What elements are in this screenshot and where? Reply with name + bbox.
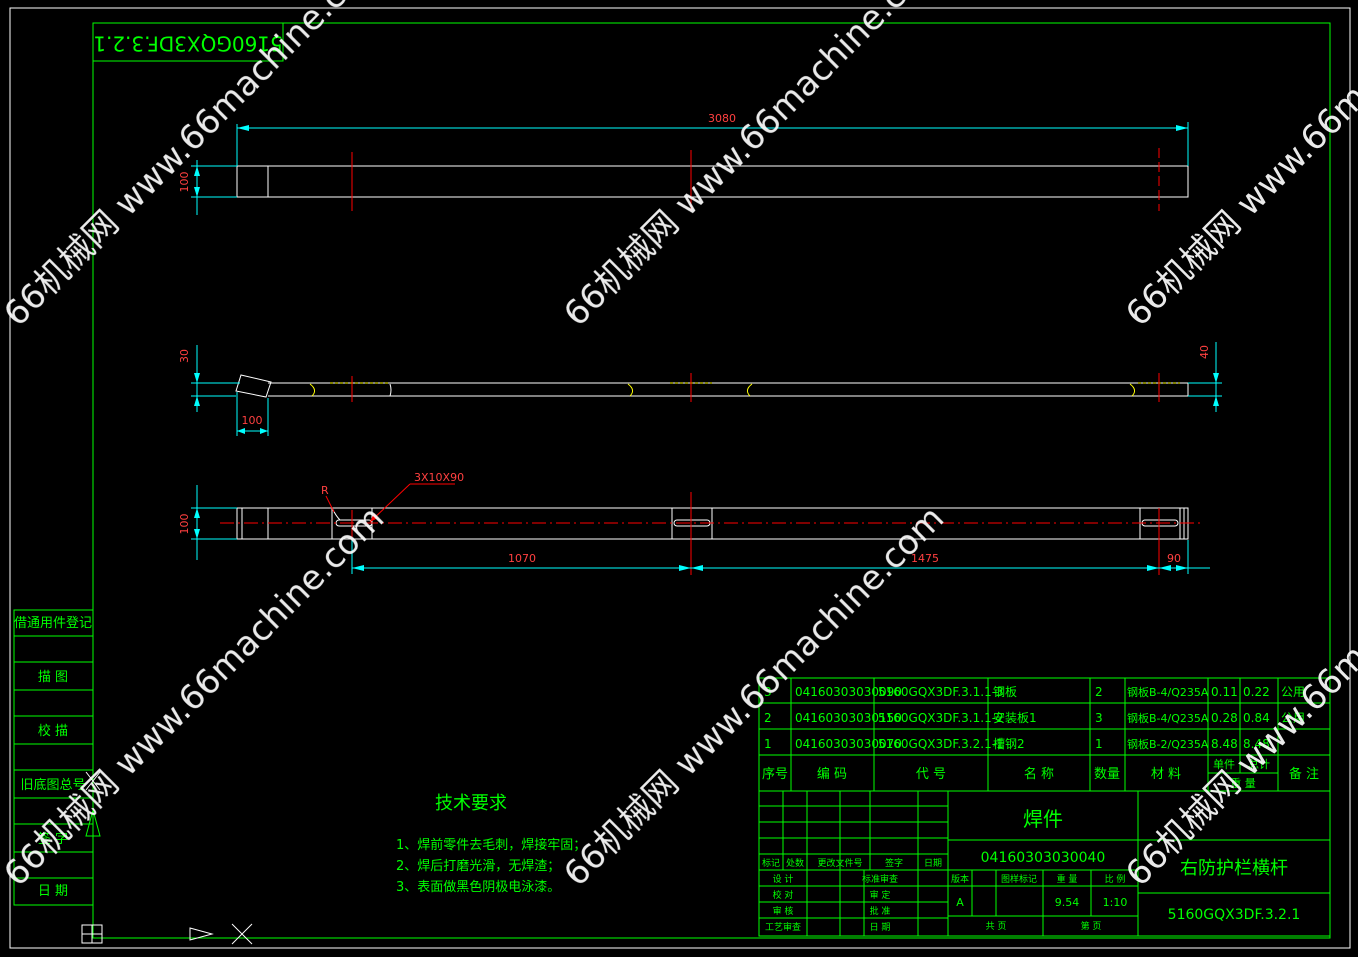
bom-header: 备 注 <box>1289 766 1319 782</box>
left-strip-label: 旧底图总号 <box>20 777 85 793</box>
bom-cell: 04160303030090 <box>795 685 902 699</box>
person-label: 审 定 <box>870 889 891 901</box>
sheet-label: 共 页 <box>986 921 1007 932</box>
tech-item: 2、焊后打磨光滑，无焊渣； <box>396 858 560 874</box>
inner-border <box>92 22 1331 939</box>
bom-cell: 槽钢2 <box>993 737 1025 751</box>
stage-header: 版本 <box>951 873 969 885</box>
bom-header: 名 称 <box>1024 766 1054 782</box>
bom-cell: 1 <box>764 737 772 751</box>
person-label: 校 对 <box>773 889 794 901</box>
bom-cell: 0.84 <box>1243 711 1270 725</box>
bom-header: 数量 <box>1094 767 1120 782</box>
stage-value: A <box>956 896 964 909</box>
bom-cell: 5160GQX3DF.3.2.1-1 <box>878 737 1004 751</box>
bom-cell: 钢板 <box>993 685 1017 699</box>
stage-header: 重 量 <box>1057 873 1078 885</box>
bom-cell: 公用 <box>1281 685 1305 699</box>
part-type: 焊件 <box>1023 807 1063 831</box>
sheet-label: 第 页 <box>1081 920 1102 932</box>
bom-cell: 2 <box>1095 685 1103 699</box>
dim-front-bottom: 100 <box>242 414 263 427</box>
left-strip: 借通用件登记 描 图 校 描 旧底图总号 签 字 日 期 <box>13 609 94 906</box>
rev-label: 日期 <box>924 858 942 869</box>
person-label: 工艺审查 <box>765 921 801 933</box>
tech-requirements: 技术要求 1、焊前零件去毛刺，焊接牢固； 2、焊后打磨光滑，无焊渣； 3、表面做… <box>396 793 586 895</box>
bom-cell: 1 <box>1095 737 1103 751</box>
left-strip-label: 借通用件登记 <box>14 616 92 631</box>
dim-overall-length: 3080 <box>708 112 736 125</box>
bom-cell: 5160GQX3DF.3.1.1-2 <box>878 711 1004 725</box>
bom-cell: 8.48 <box>1243 737 1270 751</box>
bom-header: 总计 <box>1248 757 1270 771</box>
bom-cell: 公用 <box>1281 711 1305 725</box>
top-view: 3080 100 <box>178 112 1189 215</box>
part-code: 04160303030040 <box>981 850 1106 866</box>
dim-span-1: 1070 <box>508 552 536 565</box>
bom-cell: 钢板B-4/Q235A <box>1127 711 1209 725</box>
tech-item: 3、表面做黑色阴极电泳漆。 <box>396 879 560 895</box>
person-label: 批 准 <box>870 905 891 917</box>
dim-bottom-height: 100 <box>178 514 191 535</box>
bom-cell: 3 <box>1095 711 1103 725</box>
watermark: 66机械网 www.66machine.com <box>1118 0 1358 334</box>
bom-header: 序号 <box>762 767 788 782</box>
stage-value: 1:10 <box>1103 896 1128 909</box>
bom-header: 材 料 <box>1151 767 1181 782</box>
tech-item: 1、焊前零件去毛刺，焊接牢固； <box>396 837 586 853</box>
outer-border <box>9 7 1351 949</box>
bottom-view: R 3X10X90 100 1070 1475 90 <box>178 471 1210 575</box>
stamp-box: 5160GQX3DF.3.2.1 <box>92 22 284 62</box>
bom-cell: 3 <box>764 685 772 699</box>
rev-label: 更改文件号 <box>817 857 862 869</box>
part-name: 右防护栏横杆 <box>1180 858 1288 879</box>
watermark: 66机械网 www.66machine.com <box>0 498 392 894</box>
stage-value: 9.54 <box>1055 896 1080 909</box>
bom-cell: 0.11 <box>1211 685 1238 699</box>
bom-cell: 0.22 <box>1243 685 1270 699</box>
dim-front-right-height: 40 <box>1198 345 1211 359</box>
front-view: 30 40 100 <box>178 342 1222 436</box>
bom-header: 代 号 <box>916 767 946 782</box>
bom-header: 编 码 <box>817 767 847 782</box>
dim-front-left-height: 30 <box>178 349 191 363</box>
bom-cell: 安装板1 <box>993 710 1037 725</box>
bom-cell: 04160303030070 <box>795 737 902 751</box>
bom-cell: 2 <box>764 711 772 725</box>
radius-label: R <box>321 484 329 497</box>
stamp-code: 5160GQX3DF.3.2.1 <box>93 32 283 56</box>
title-block: 标记 处数 更改文件号 签字 日期 设 计 校 对 审 核 工艺审查 标准审查 … <box>758 790 1331 937</box>
rev-label: 标记 <box>762 857 780 869</box>
person-label: 标准审查 <box>862 873 898 885</box>
bom-cell: 5160GQX3DF.3.1.1-3 <box>878 685 1004 699</box>
rev-label: 签字 <box>885 857 903 869</box>
dim-span-2: 1475 <box>911 552 939 565</box>
rev-label: 处数 <box>786 857 804 869</box>
person-label: 设 计 <box>773 873 794 885</box>
dim-top-height: 100 <box>178 172 191 193</box>
watermark: 66机械网 www.66machine.com <box>556 0 952 334</box>
left-strip-label: 日 期 <box>38 884 68 899</box>
bom-cell: 钢板B-2/Q235A <box>1127 737 1209 751</box>
stage-header: 图样标记 <box>1001 873 1037 885</box>
bom-header: 重 量 <box>1230 776 1256 790</box>
cad-markers <box>81 771 253 945</box>
slot-note: 3X10X90 <box>414 471 464 484</box>
bom-cell: 8.48 <box>1211 737 1238 751</box>
left-strip-label: 校 描 <box>38 723 68 739</box>
bom-cell: 钢板B-4/Q235A <box>1127 685 1209 699</box>
dim-span-3: 90 <box>1167 552 1181 565</box>
stage-header: 比 例 <box>1105 873 1126 885</box>
person-label: 审 核 <box>773 905 794 917</box>
drawing-number: 5160GQX3DF.3.2.1 <box>1168 907 1301 923</box>
tech-title: 技术要求 <box>435 793 507 814</box>
bom-cell: 0.28 <box>1211 711 1238 725</box>
left-strip-label: 签 字 <box>38 831 68 847</box>
bom-cell: 04160303030150 <box>795 711 902 725</box>
watermarks: 66机械网 www.66machine.com 66机械网 www.66mach… <box>0 0 1358 894</box>
bom-header: 单件 <box>1213 758 1235 771</box>
person-label: 日 期 <box>870 922 891 933</box>
left-strip-label: 描 图 <box>38 670 68 685</box>
